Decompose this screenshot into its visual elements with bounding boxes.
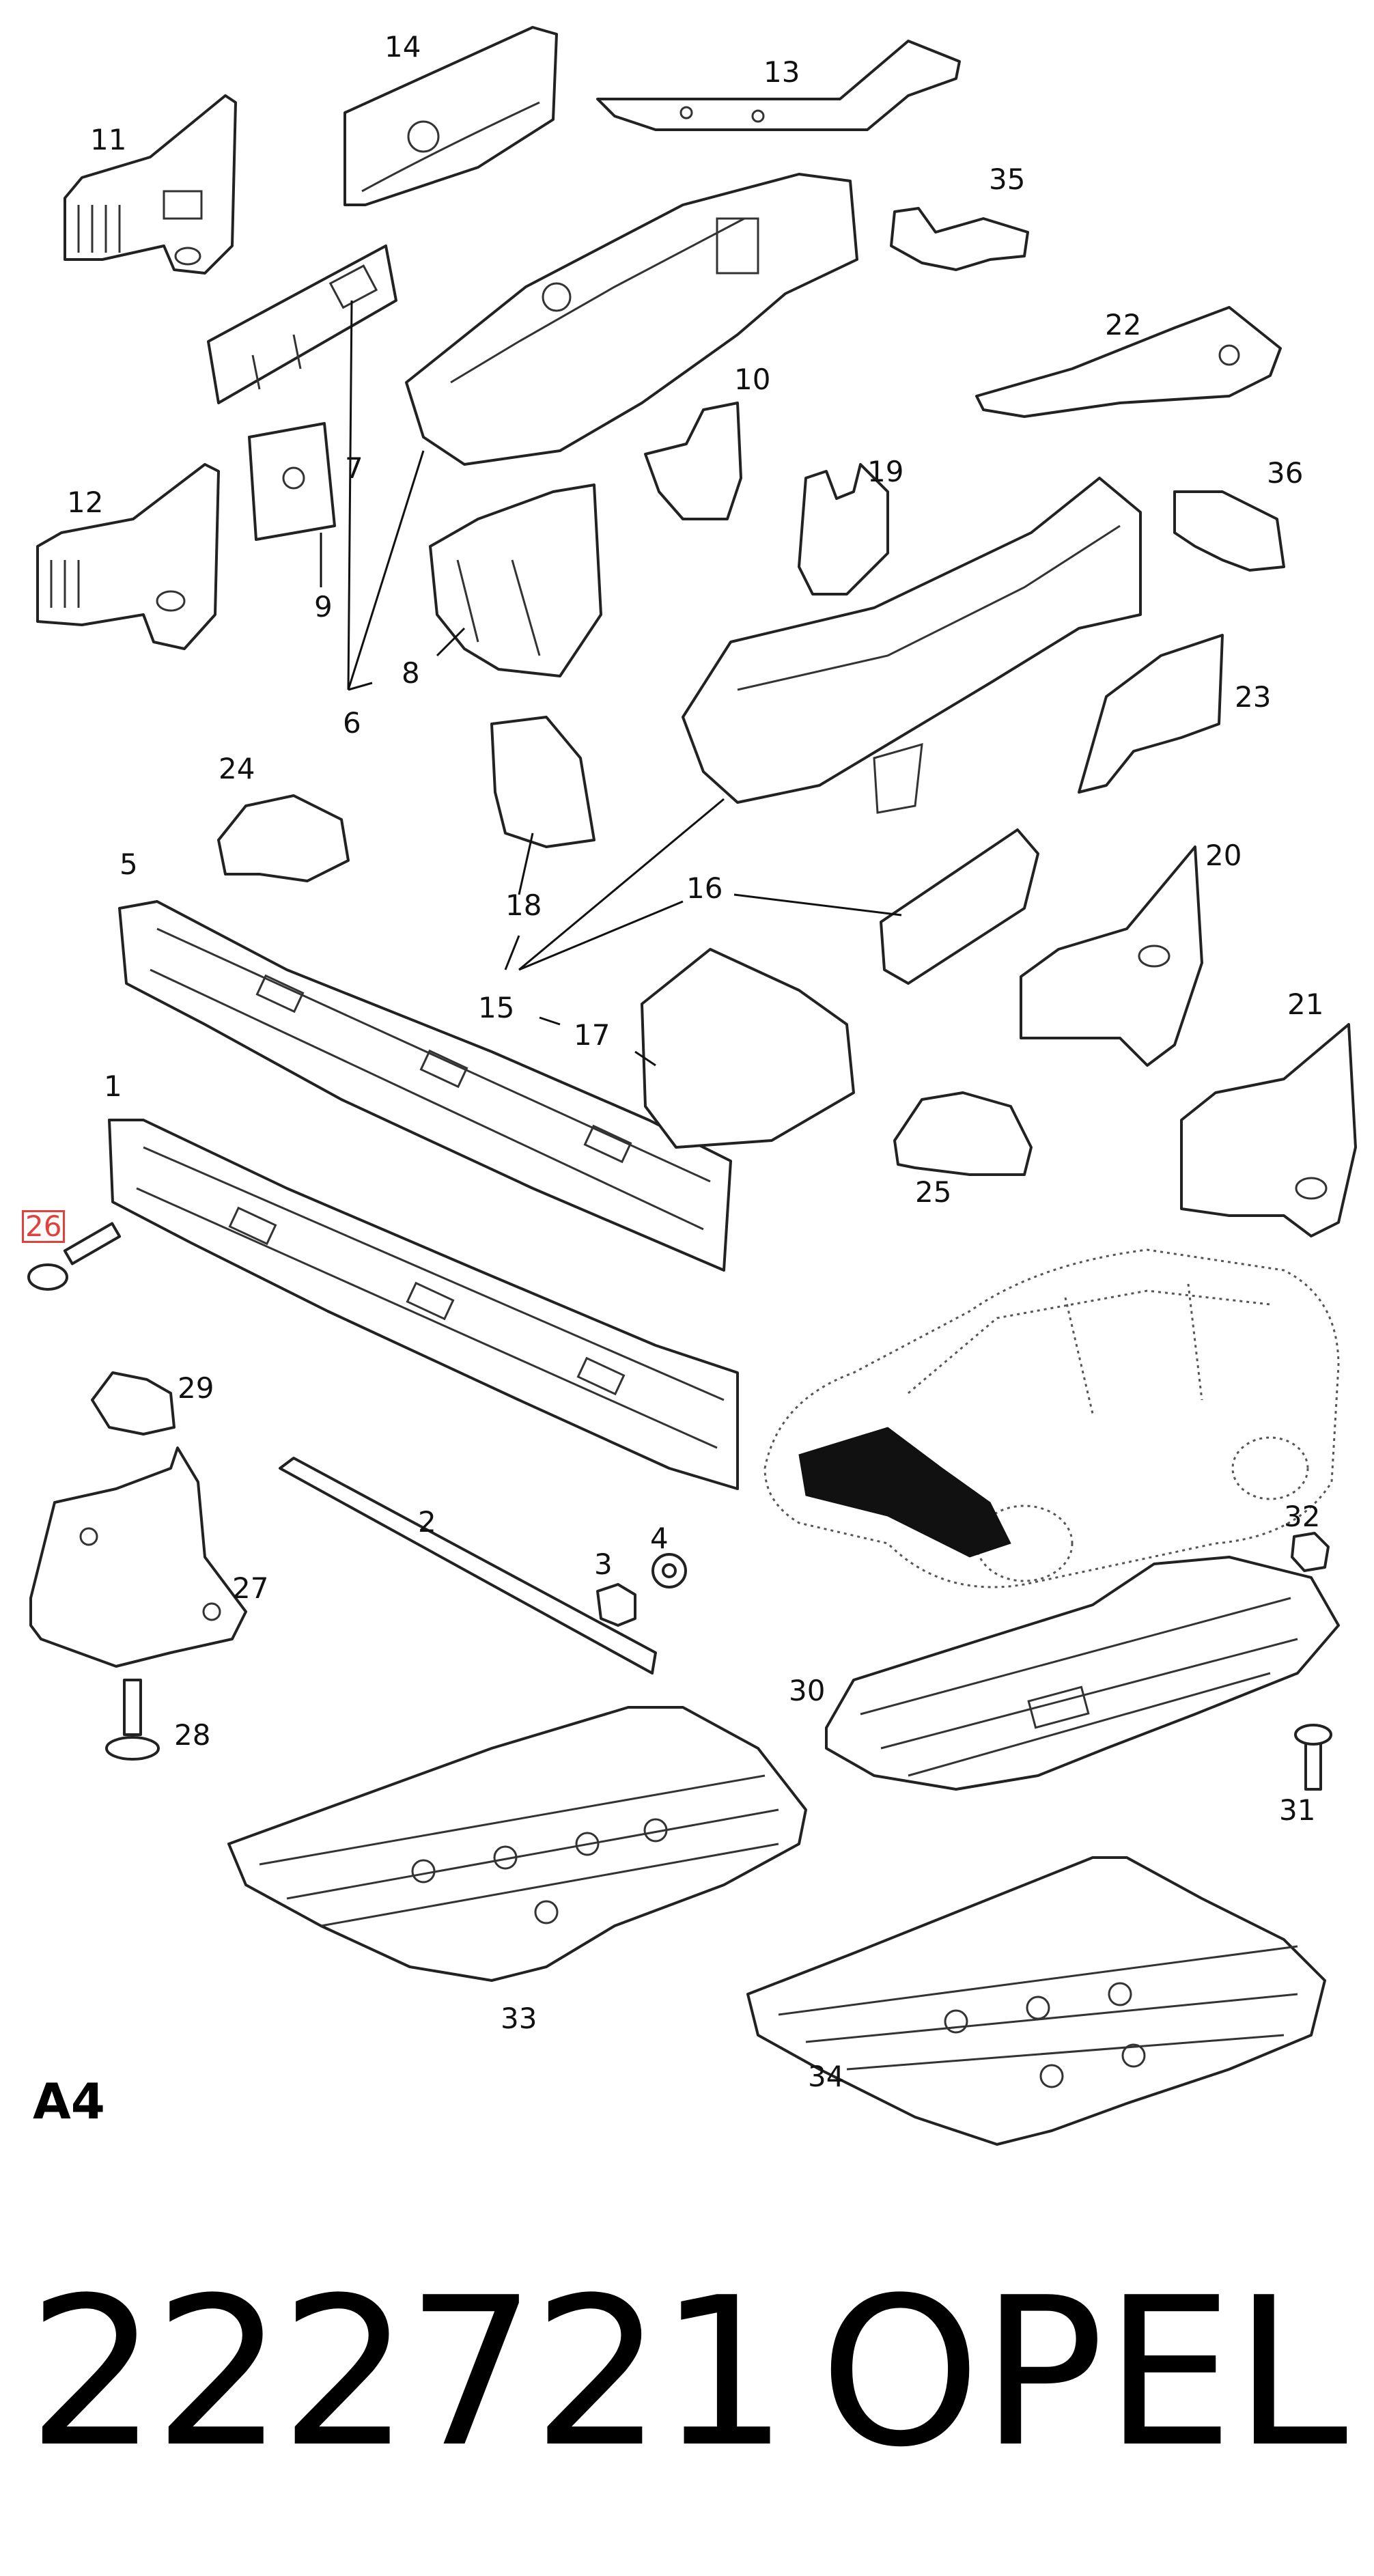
part-32-nut xyxy=(1291,1532,1330,1572)
part-10 xyxy=(644,402,742,520)
part-11 xyxy=(64,94,237,275)
callout-13: 13 xyxy=(763,55,800,89)
part-33 xyxy=(227,1706,807,1982)
callout-2: 2 xyxy=(418,1505,436,1539)
part-17 xyxy=(641,948,855,1149)
part-13 xyxy=(596,40,961,131)
callout-1: 1 xyxy=(104,1069,122,1103)
callout-34: 34 xyxy=(808,2060,845,2093)
callout-10: 10 xyxy=(734,363,771,396)
callout-29: 29 xyxy=(178,1371,214,1405)
callout-16: 16 xyxy=(686,871,723,905)
part-9 xyxy=(248,422,336,541)
part-21 xyxy=(1180,1023,1357,1237)
callout-26: 26 xyxy=(21,1209,66,1243)
callout-30: 30 xyxy=(789,1674,826,1707)
part-18 xyxy=(490,716,595,848)
part-5 xyxy=(118,900,732,1272)
callout-25: 25 xyxy=(915,1175,952,1209)
callout-18: 18 xyxy=(505,888,542,922)
part-1 xyxy=(108,1119,739,1490)
callout-35: 35 xyxy=(989,163,1026,196)
callout-7: 7 xyxy=(345,451,363,485)
callout-5: 5 xyxy=(120,848,138,881)
section-label: A4 xyxy=(33,2073,105,2130)
part-25 xyxy=(893,1091,1033,1176)
callout-3: 3 xyxy=(594,1548,613,1581)
callout-33: 33 xyxy=(501,2002,537,2035)
part-6 xyxy=(405,173,858,466)
callout-20: 20 xyxy=(1205,839,1242,872)
callout-15: 15 xyxy=(478,991,515,1024)
callout-22: 22 xyxy=(1105,308,1142,341)
callout-4: 4 xyxy=(650,1522,669,1555)
part-12 xyxy=(36,463,220,650)
part-7 xyxy=(207,244,397,404)
footer-part-number: 222721 xyxy=(27,2254,789,2492)
callout-27: 27 xyxy=(232,1571,269,1605)
part-4-washer xyxy=(651,1553,687,1588)
callout-17: 17 xyxy=(574,1018,611,1052)
callout-9: 9 xyxy=(314,590,333,624)
part-36 xyxy=(1173,490,1285,572)
callout-6: 6 xyxy=(343,706,361,740)
part-24 xyxy=(217,794,350,882)
callout-36: 36 xyxy=(1267,456,1304,490)
part-3-nut xyxy=(596,1583,636,1627)
callout-23: 23 xyxy=(1235,680,1272,714)
part-15 xyxy=(682,477,1142,814)
callout-31: 31 xyxy=(1279,1793,1316,1827)
part-26 xyxy=(27,1222,122,1291)
callout-19: 19 xyxy=(867,455,904,488)
part-2 xyxy=(279,1457,657,1675)
part-34 xyxy=(746,1856,1326,2146)
callout-32: 32 xyxy=(1284,1500,1321,1533)
part-16 xyxy=(880,828,1039,985)
callout-11: 11 xyxy=(90,123,127,156)
part-14 xyxy=(344,26,558,206)
callout-28: 28 xyxy=(174,1718,211,1752)
footer-brand: OPEL xyxy=(819,2254,1348,2492)
part-28-screw xyxy=(105,1679,160,1761)
part-23 xyxy=(1078,634,1224,794)
callout-24: 24 xyxy=(219,752,255,785)
callout-12: 12 xyxy=(67,486,104,519)
part-35 xyxy=(890,207,1029,271)
part-30 xyxy=(825,1556,1340,1791)
part-19 xyxy=(798,463,889,596)
part-8 xyxy=(429,484,602,677)
part-20 xyxy=(1020,845,1203,1067)
callout-21: 21 xyxy=(1287,988,1324,1021)
callout-14: 14 xyxy=(384,30,421,64)
part-27 xyxy=(29,1446,247,1668)
part-22 xyxy=(975,306,1282,418)
part-31-bolt xyxy=(1294,1724,1332,1791)
part-29 xyxy=(91,1371,176,1436)
leader-lines xyxy=(320,300,902,1067)
callout-8: 8 xyxy=(402,656,420,690)
car-outline xyxy=(763,1248,1340,1588)
